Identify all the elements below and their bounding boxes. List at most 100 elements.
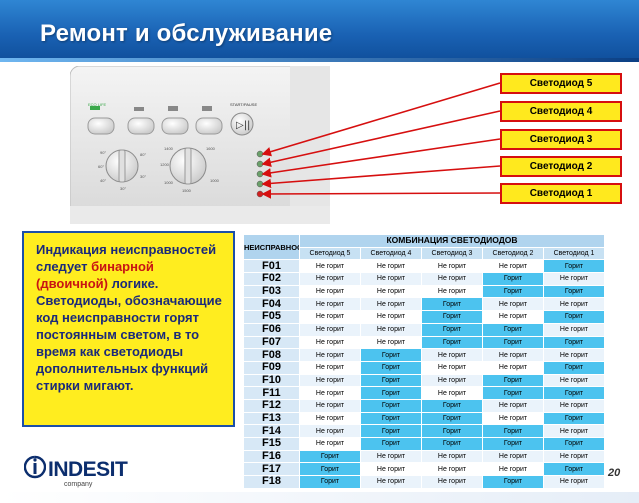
led-label-3: Светодиод 3 (500, 129, 622, 150)
led-state-cell: Не горит (299, 310, 361, 324)
led-state-cell: Не горит (299, 284, 361, 299)
led-state-cell: Не горит (360, 297, 422, 312)
led-state-cell: Горит (299, 449, 361, 464)
led-state-cell: Не горит (542, 348, 606, 362)
option-buttons (87, 106, 223, 135)
led-state-cell: Горит (542, 259, 606, 274)
fault-code: F04 (243, 297, 300, 312)
led-state-cell: Не горит (299, 411, 361, 426)
led-state-cell: Горит (542, 437, 606, 451)
led-state-cell: Не горит (299, 322, 361, 337)
led-state-cell: Не горит (482, 360, 544, 375)
fault-code: F08 (243, 348, 300, 362)
eco-label: ECO LIFE (88, 102, 107, 107)
led-state-cell: Не горит (360, 284, 422, 299)
led-state-cell: Не горит (360, 335, 422, 350)
led-state-cell: Не горит (542, 322, 606, 337)
led-state-cell: Горит (421, 310, 483, 324)
led-state-cell: Не горит (299, 272, 361, 286)
start-label: START/PAUSE (230, 102, 257, 107)
led-state-cell: Горит (299, 475, 361, 489)
led-state-cell: Не горит (299, 398, 361, 413)
led-state-cell: Не горит (421, 284, 483, 299)
led-state-cell: Не горит (299, 348, 361, 362)
led-combination-header: КОМБИНАЦИЯ СВЕТОДИОДОВ (298, 234, 606, 248)
indesit-logo: INDESIT company (24, 450, 184, 490)
led-state-cell: Горит (542, 284, 606, 299)
fault-code: F18 (243, 475, 300, 489)
led-state-cell: Горит (360, 398, 422, 413)
led-state-cell: Горит (482, 284, 544, 299)
led-state-cell: Не горит (482, 398, 544, 413)
led-state-cell: Горит (421, 398, 483, 413)
led-state-cell: Горит (542, 386, 606, 400)
column-header-led-2: Светодиод 2 (482, 246, 544, 261)
led-state-cell: Горит (360, 437, 422, 451)
led-state-cell: Горит (482, 373, 544, 388)
led-state-cell: Не горит (360, 272, 422, 286)
header-underline (0, 58, 639, 62)
fault-code: F03 (243, 284, 300, 299)
fault-code: F15 (243, 437, 300, 451)
led-state-cell: Горит (482, 424, 544, 438)
fault-code: F05 (243, 310, 300, 324)
led-state-cell: Горит (482, 272, 544, 286)
led-state-cell: Не горит (542, 373, 606, 388)
led-state-cell: Горит (360, 348, 422, 362)
fault-code: F10 (243, 373, 300, 388)
led-state-cell: Не горит (360, 322, 422, 337)
led-state-cell: Не горит (421, 386, 483, 400)
led-state-cell: Горит (360, 373, 422, 388)
svg-text:1500: 1500 (182, 188, 192, 193)
column-header-led-4: Светодиод 4 (360, 246, 422, 261)
led-state-cell: Не горит (542, 475, 606, 489)
led-state-cell: Горит (542, 411, 606, 426)
fault-code: F13 (243, 411, 300, 426)
led-state-cell: Не горит (360, 475, 422, 489)
svg-text:30°: 30° (140, 174, 146, 179)
svg-text:90°: 90° (100, 150, 106, 155)
info-note: Индикация неисправностей следует бинарно… (22, 231, 235, 427)
fault-code: F12 (243, 398, 300, 413)
svg-text:60°: 60° (98, 164, 104, 169)
fault-code: F02 (243, 272, 300, 286)
fault-code: F07 (243, 335, 300, 350)
start-pause-button: ▷|| (230, 112, 254, 136)
led-state-cell: Горит (421, 424, 483, 438)
header-bar: Ремонт и обслуживание (0, 0, 639, 62)
led-state-cell: Горит (360, 360, 422, 375)
column-header-led-5: Светодиод 5 (299, 246, 361, 261)
led-state-cell: Не горит (299, 297, 361, 312)
led-state-cell: Не горит (482, 348, 544, 362)
led-state-cell: Горит (421, 297, 483, 312)
led-state-cell: Не горит (482, 259, 544, 274)
led-state-cell: Не горит (542, 398, 606, 413)
led-state-cell: Горит (542, 360, 606, 375)
led-state-cell: Горит (482, 386, 544, 400)
led-state-cell: Не горит (421, 449, 483, 464)
logo-brand: INDESIT (48, 458, 128, 481)
column-header-led-3: Светодиод 3 (421, 246, 483, 261)
fault-code: F01 (243, 259, 300, 274)
led-state-cell: Горит (542, 310, 606, 324)
svg-text:▷||: ▷|| (236, 120, 250, 131)
svg-text:1000: 1000 (164, 180, 174, 185)
led-state-cell: Горит (542, 335, 606, 350)
led-state-cell: Не горит (421, 348, 483, 362)
knob-ticks: 90° 60° 40° 30° 80° 30° 1400 1200 1000 1… (98, 146, 220, 193)
led-state-cell: Не горит (542, 297, 606, 312)
svg-text:1200: 1200 (160, 162, 170, 167)
fault-column-header: НЕИСПРАВНОСТЬ (243, 233, 300, 261)
led-label-5: Светодиод 5 (500, 73, 622, 94)
